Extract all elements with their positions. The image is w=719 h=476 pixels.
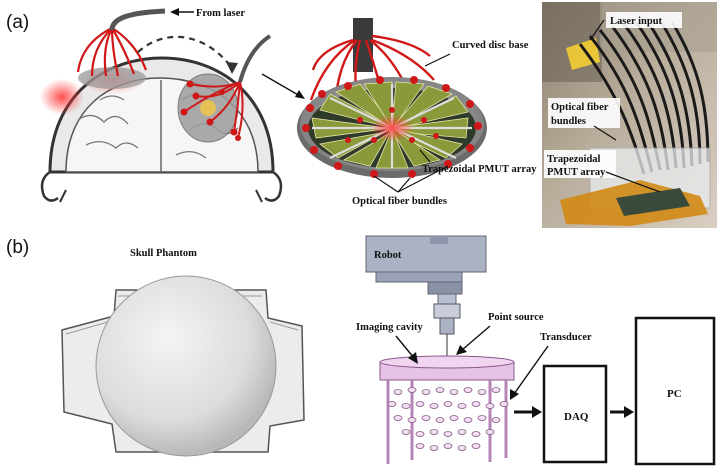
robot [365,235,487,360]
fiber-bundle-pointers [373,165,449,193]
pmut-array-label: Trapezoidal PMUT array [422,164,537,175]
pmut-disc [297,18,487,178]
fiber-bundles-label: Optical fiber bundles [352,196,447,207]
photo-pmut-line2: PMUT array [547,167,606,178]
from-laser-label: From laser [196,8,245,19]
curved-disc-base-label: Curved disc base [452,40,529,51]
robot-label: Robot [374,250,402,261]
imaging-cavity [379,355,515,464]
photo-fiber-bundles-line2: bundles [551,116,586,127]
photo-pmut-line1: Trapezoidal [547,154,601,165]
point-source-label: Point source [488,312,544,323]
fiber-tips-right [180,80,241,141]
pc-box [634,316,716,466]
panel-a-label: (a) [6,12,29,33]
laser-cable-2 [238,34,272,83]
transducer-label: Transducer [540,332,592,343]
daq-label: DAQ [564,411,589,423]
move-arrow [137,35,233,69]
device-photo [542,2,717,228]
daq-box [542,364,608,464]
panel-b-label: (b) [6,237,29,258]
skull-phantom-label: Skull Phantom [130,248,197,259]
photo-fiber-bundles-line1: Optical fiber [551,102,609,113]
skull-phantom [61,275,305,457]
photo-laser-input-label: Laser input [610,16,663,27]
zoom-arrow [261,73,301,97]
head-illustration [40,56,283,203]
laser-fibers-right [183,81,244,139]
laser-fibers-left [76,27,148,77]
imaging-cavity-label: Imaging cavity [356,322,424,333]
laser-cable [109,8,166,31]
pc-label: PC [667,388,682,400]
